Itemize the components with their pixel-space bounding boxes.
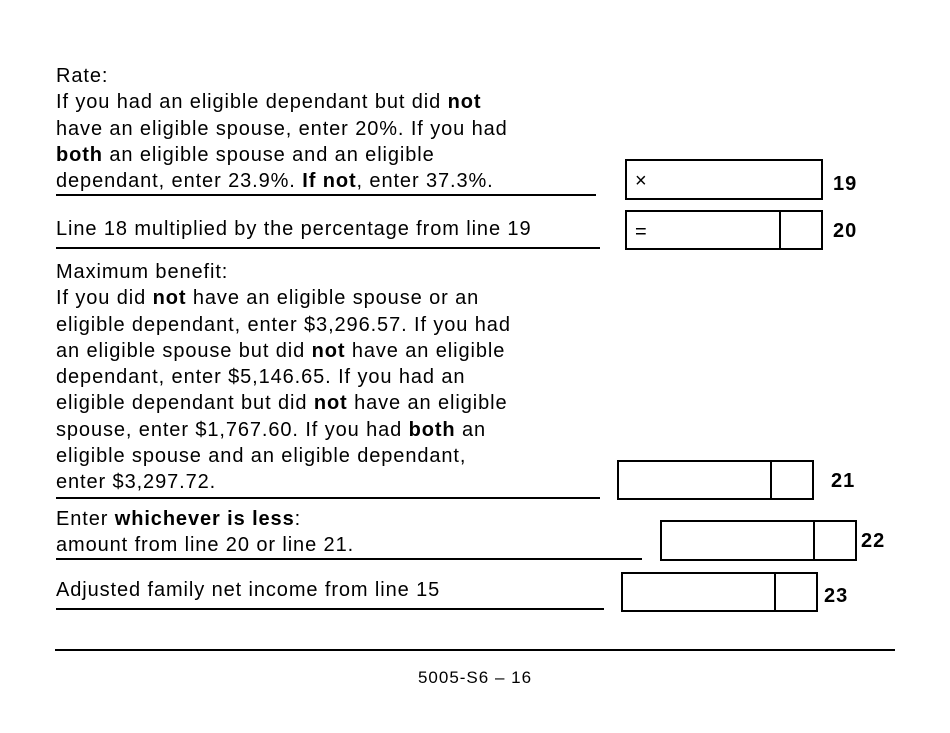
line-22-description: Enter whichever is less: amount from lin… [56,508,355,557]
footer-rule [55,649,895,651]
cents-divider [774,574,776,610]
line-number-21: 21 [831,470,856,492]
page-identifier: 5005-S6 – 16 [417,668,533,687]
line-19-underline [56,194,596,196]
line-20-description: Line 18 multiplied by the percentage fro… [56,218,532,240]
line-23-description: Adjusted family net income from line 15 [56,579,441,601]
equals-sign: = [635,221,647,243]
line-23-underline [56,608,604,610]
line-number-20: 20 [833,220,858,242]
cents-divider [813,522,815,559]
maximum-benefit-description: Maximum benefit: If you did not have an … [56,261,511,494]
line-21-underline [56,497,600,499]
rate-heading: Rate: [56,65,109,87]
line-22-amount-input[interactable] [660,520,857,561]
multiply-sign: × [635,170,647,192]
line-number-19: 19 [833,173,858,195]
line-number-22: 22 [861,530,886,552]
rate-description: Rate: If you had an eligible dependant b… [56,65,508,193]
cents-divider [770,462,772,498]
line-20-amount-input[interactable]: = [625,210,823,250]
line-23-amount-input[interactable] [621,572,818,612]
line-19-rate-input[interactable]: × [625,159,823,200]
line-number-23: 23 [824,585,849,607]
line-21-amount-input[interactable] [617,460,814,500]
maximum-benefit-heading: Maximum benefit: [56,261,229,283]
line-20-underline [56,247,600,249]
line-22-underline [56,558,642,560]
cents-divider [779,212,781,248]
